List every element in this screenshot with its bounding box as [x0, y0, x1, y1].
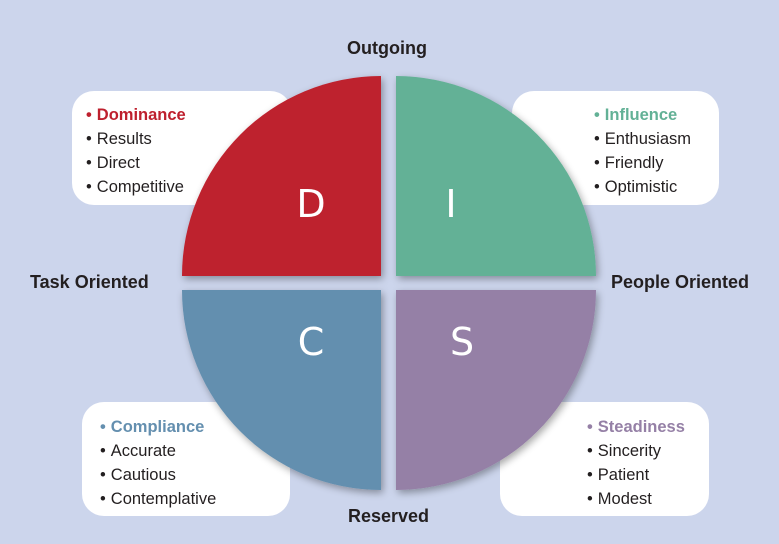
compliance-quadrant [182, 290, 381, 490]
dominance-letter: D [296, 182, 325, 226]
axis-label-people-oriented: People Oriented [611, 272, 750, 292]
compliance-trait: Accurate [100, 439, 290, 463]
influence-letter: I [445, 182, 456, 226]
axis-label-task-oriented: Task Oriented [30, 272, 149, 292]
compliance-letter: C [298, 320, 325, 364]
dominance-title: Dominance [86, 103, 292, 127]
influence-quadrant [396, 76, 596, 276]
dominance-trait: Competitive [86, 175, 292, 199]
steadiness-trait: Modest [587, 487, 709, 511]
dominance-trait: Direct [86, 151, 292, 175]
compliance-trait: Cautious [100, 463, 290, 487]
steadiness-trait: Sincerity [587, 439, 709, 463]
influence-trait: Friendly [594, 151, 719, 175]
dominance-trait-list: Dominance Results Direct Competitive [86, 103, 292, 199]
influence-trait-list: Influence Enthusiasm Friendly Optimistic [594, 103, 719, 199]
influence-trait: Optimistic [594, 175, 719, 199]
compliance-trait-list: Compliance Accurate Cautious Contemplati… [100, 415, 290, 511]
compliance-title: Compliance [100, 415, 290, 439]
dominance-trait: Results [86, 127, 292, 151]
dominance-quadrant [182, 76, 381, 276]
steadiness-title: Steadiness [587, 415, 709, 439]
steadiness-quadrant [396, 290, 596, 490]
steadiness-trait-list: Steadiness Sincerity Patient Modest [587, 415, 709, 511]
axis-label-outgoing: Outgoing [347, 38, 427, 58]
steadiness-trait: Patient [587, 463, 709, 487]
steadiness-letter: S [450, 320, 474, 364]
influence-trait: Enthusiasm [594, 127, 719, 151]
influence-title: Influence [594, 103, 719, 127]
compliance-trait: Contemplative [100, 487, 290, 511]
axis-label-reserved: Reserved [348, 506, 430, 526]
